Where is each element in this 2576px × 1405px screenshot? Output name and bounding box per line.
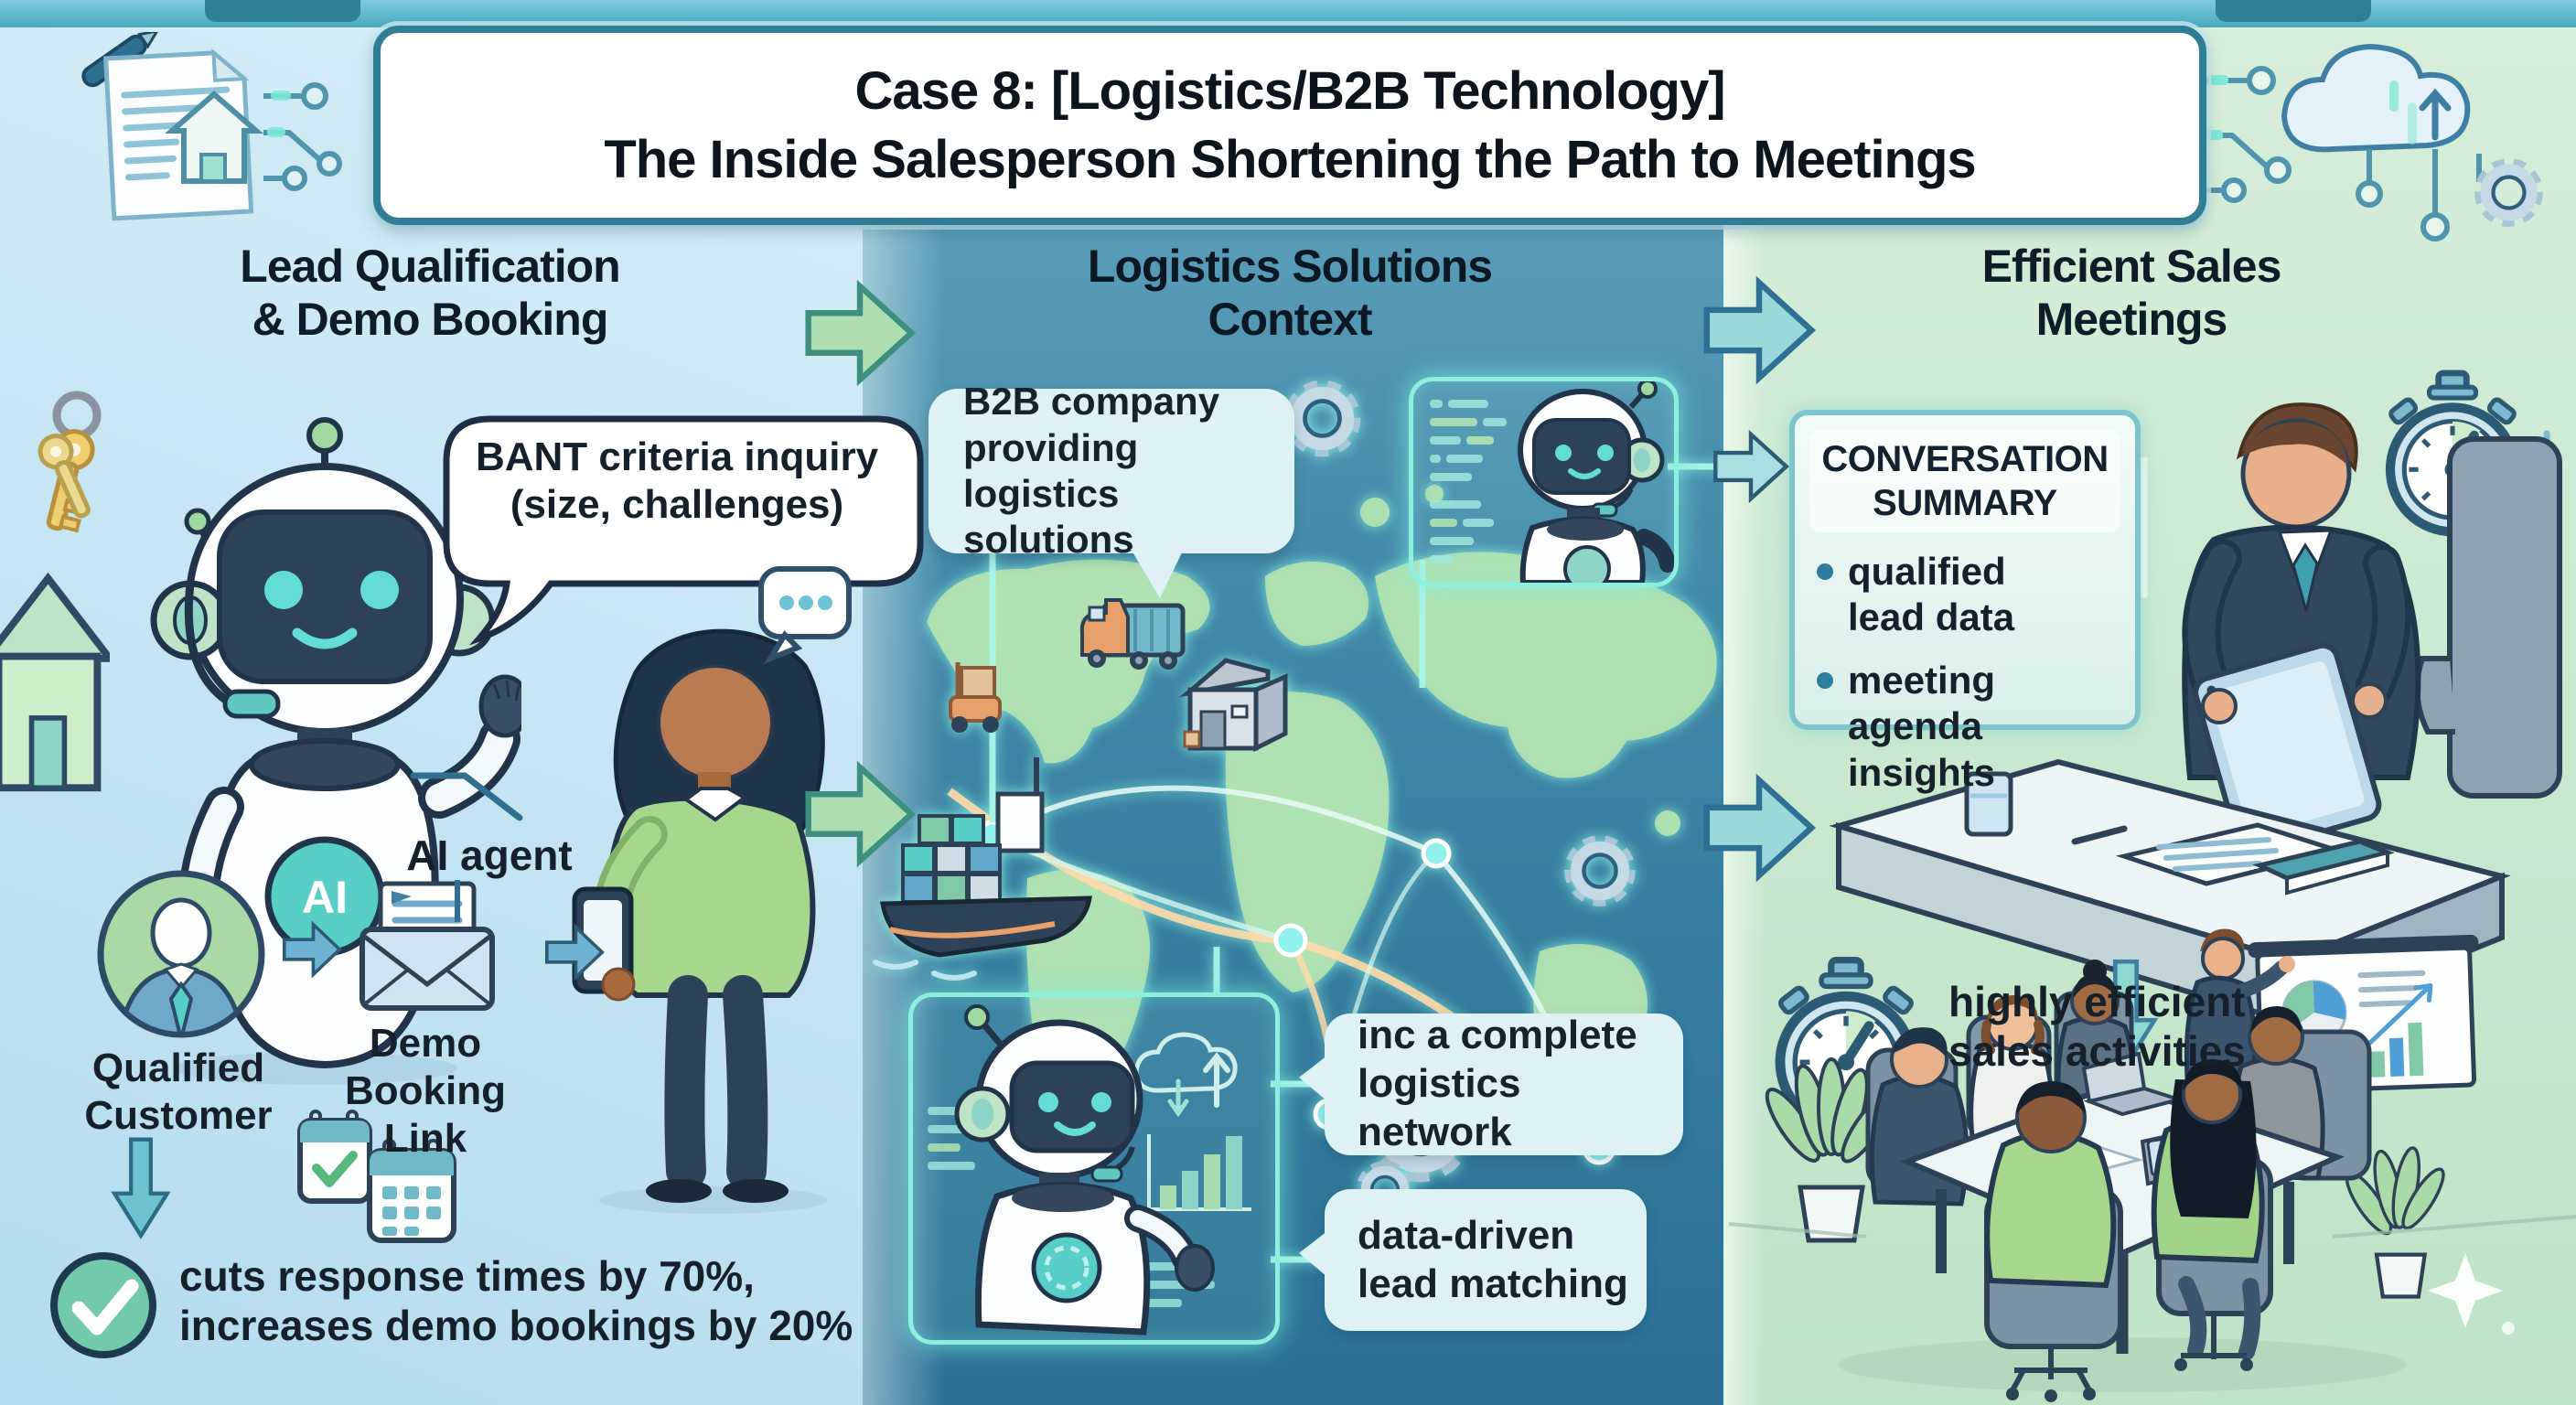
- circuit-nodes-icon: [263, 82, 342, 191]
- ai-badge: AI: [302, 872, 348, 923]
- meeting-table-scene: [1729, 928, 2576, 1402]
- robot-screen-frame: [1409, 377, 1679, 587]
- middle-panel-heading: Logistics Solutions Context: [1087, 241, 1493, 345]
- gear-icon: [1571, 842, 1628, 899]
- top-tab-left: [205, 0, 360, 22]
- summary-bullet: qualified lead data: [1817, 549, 2126, 641]
- customer-avatar-icon: [97, 870, 265, 1038]
- sparkle-icon: [2428, 1253, 2515, 1335]
- matching-info-text: data-driven lead matching: [1358, 1212, 1628, 1306]
- keys-icon: [38, 391, 102, 533]
- ai-agent-label: AI agent: [406, 831, 573, 879]
- cargo-ship-icon: [873, 757, 1092, 981]
- pointer-line: [410, 772, 523, 821]
- robot-body: [954, 1004, 1215, 1335]
- b2b-box-tail: [1131, 549, 1184, 598]
- house-icon: [0, 572, 110, 792]
- top-band: [0, 0, 2576, 27]
- bullet-text: meeting agenda insights: [1848, 658, 1996, 794]
- map-continents: [927, 485, 1717, 1153]
- calendar-grid-icon: [367, 1139, 456, 1243]
- businessman-tablet: [2182, 402, 2562, 854]
- qualified-customer-label: Qualified Customer: [84, 1046, 273, 1138]
- left-panel-heading: Lead Qualification & Demo Booking: [240, 241, 620, 345]
- right-panel-heading: Efficient Sales Meetings: [1981, 241, 2282, 345]
- cloud-sync-icon: [1133, 1032, 1238, 1118]
- summary-bullet: meeting agenda insights: [1817, 658, 2126, 796]
- matching-info-box: data-driven lead matching: [1325, 1189, 1647, 1331]
- cloud-network-icon: [2195, 43, 2571, 241]
- b2b-info-box: B2B company providing logistics solution…: [928, 380, 1294, 561]
- arrow-down-icon: [111, 1137, 171, 1239]
- title-banner: Case 8: [Logistics/B2B Technology] The I…: [373, 26, 2206, 225]
- network-box-tail: [1299, 1052, 1332, 1105]
- connector-line: [455, 880, 460, 922]
- document-pen-icon: [81, 32, 342, 221]
- flow-arrow-left-to-middle: [805, 279, 917, 387]
- forklift-icon: [949, 662, 1002, 733]
- envelope-icon: [360, 881, 495, 1011]
- speech-bubble-text: BANT criteria inquiry (size, challenges): [475, 434, 879, 527]
- bullet-dot: [1817, 563, 1833, 580]
- bar-chart-icon: [1147, 1134, 1251, 1211]
- efficiency-text: highly efficient sales activities: [1948, 978, 2246, 1076]
- world-map: [873, 348, 1721, 1263]
- result-metrics-text: cuts response times by 70%, increases de…: [179, 1252, 853, 1350]
- network-info-box: inc a complete logistics network: [1325, 1013, 1683, 1155]
- flow-arrow-left-to-middle: [805, 760, 917, 868]
- bullet-text: qualified lead data: [1848, 550, 2015, 639]
- flow-arrow-middle-to-right: [1703, 275, 1817, 385]
- arrow-right-icon: [282, 920, 342, 979]
- matching-box-tail: [1299, 1228, 1332, 1281]
- robot-head: [1518, 381, 1674, 583]
- network-info-text: inc a complete logistics network: [1358, 1013, 1637, 1154]
- house-icon: [164, 91, 264, 184]
- check-circle-icon: [50, 1252, 156, 1358]
- warehouse-icon: [1179, 658, 1288, 753]
- bullet-dot: [1817, 671, 1833, 689]
- gear-icon: [1291, 387, 1353, 449]
- b2b-info-text: B2B company providing logistics solution…: [963, 380, 1220, 562]
- conversation-summary-box: CONVERSATION SUMMARY qualified lead data…: [1789, 410, 2141, 794]
- arrow-right-icon: [544, 923, 605, 981]
- flow-arrow-to-summary: [1713, 429, 1789, 504]
- summary-title: CONVERSATION SUMMARY: [1809, 430, 2120, 532]
- attendee-person: [1984, 1081, 2123, 1402]
- chat-dots-icon: [758, 566, 852, 665]
- flow-arrow-middle-to-right: [1703, 773, 1817, 883]
- page-title: Case 8: [Logistics/B2B Technology] The I…: [604, 60, 1976, 189]
- attendee-person: [2151, 1059, 2273, 1371]
- truck-icon: [1079, 598, 1186, 670]
- top-tab-right: [2216, 0, 2371, 22]
- demo-booking-label: Demo Booking Link: [345, 1021, 506, 1161]
- plant-icon: [2345, 1146, 2445, 1299]
- robot-analytics-frame: [908, 992, 1280, 1345]
- customer-person: [572, 628, 828, 1214]
